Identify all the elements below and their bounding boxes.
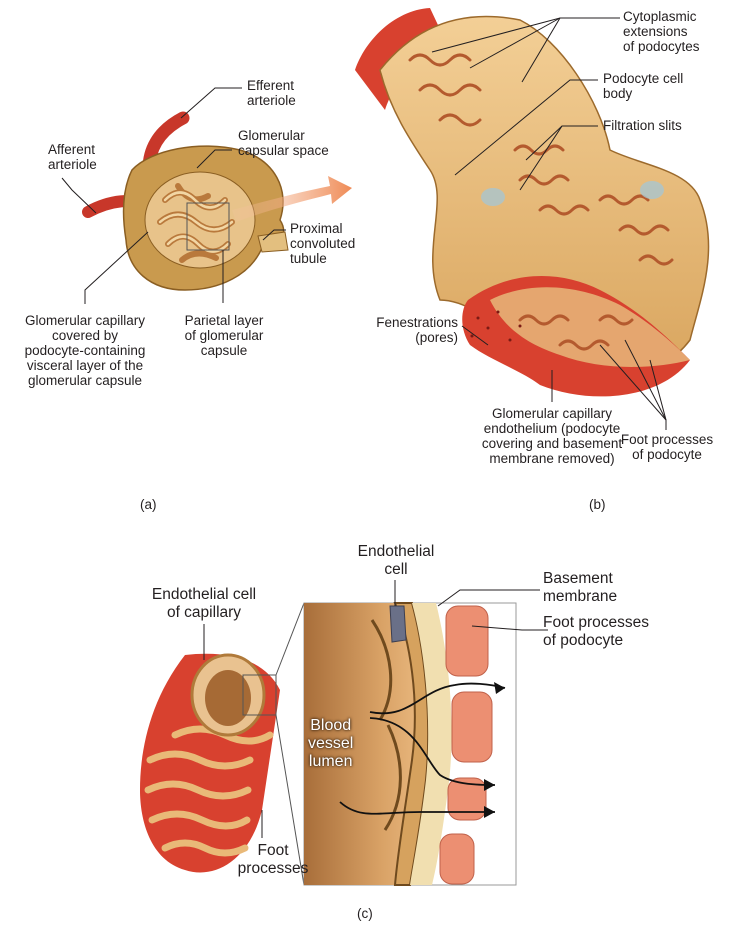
panel-a-letter: (a)	[140, 497, 157, 512]
label-capillary-endothelium: Glomerular capillary endothelium (podocy…	[472, 406, 632, 466]
panel-c-letter: (c)	[357, 906, 373, 921]
label-foot-processes-c: Foot processes	[228, 842, 318, 878]
label-podocyte-cell-body: Podocyte cell body	[603, 71, 683, 101]
label-cytoplasmic-extensions: Cytoplasmic extensions of podocytes	[623, 9, 700, 54]
foot-process-1	[446, 606, 488, 676]
podocyte-nucleus-1	[481, 188, 505, 206]
foot-process-4	[440, 834, 474, 884]
proximal-tubule-stub	[258, 232, 288, 252]
panel-b-letter: (b)	[589, 497, 606, 512]
label-parietal-layer: Parietal layer of glomerular capsule	[172, 313, 276, 358]
label-basement-membrane: Basement membrane	[543, 570, 617, 606]
endothelial-cell-nucleus	[390, 606, 406, 642]
label-proximal-convoluted-tubule: Proximal convoluted tubule	[290, 221, 355, 266]
label-glomerular-capsular-space: Glomerular capsular space	[238, 128, 329, 158]
foot-process-2	[452, 692, 492, 762]
label-foot-processes-of-podocyte-b: Foot processes of podocyte	[612, 432, 722, 462]
label-filtration-slits: Filtration slits	[603, 118, 682, 133]
label-efferent-arteriole: Efferent arteriole	[247, 78, 296, 108]
podocyte-nucleus-2	[640, 181, 664, 199]
label-glomerular-capillary: Glomerular capillary covered by podocyte…	[10, 313, 160, 388]
label-blood-vessel-lumen: Blood vessel lumen	[308, 717, 353, 771]
label-fenestrations: Fenestrations (pores)	[320, 315, 458, 345]
label-foot-processes-of-podocyte-c: Foot processes of podocyte	[543, 614, 649, 650]
label-afferent-arteriole: Afferent arteriole	[48, 142, 97, 172]
label-endothelial-cell-of-capillary: Endothelial cell of capillary	[136, 586, 272, 622]
label-endothelial-cell: Endothelial cell	[340, 543, 452, 579]
